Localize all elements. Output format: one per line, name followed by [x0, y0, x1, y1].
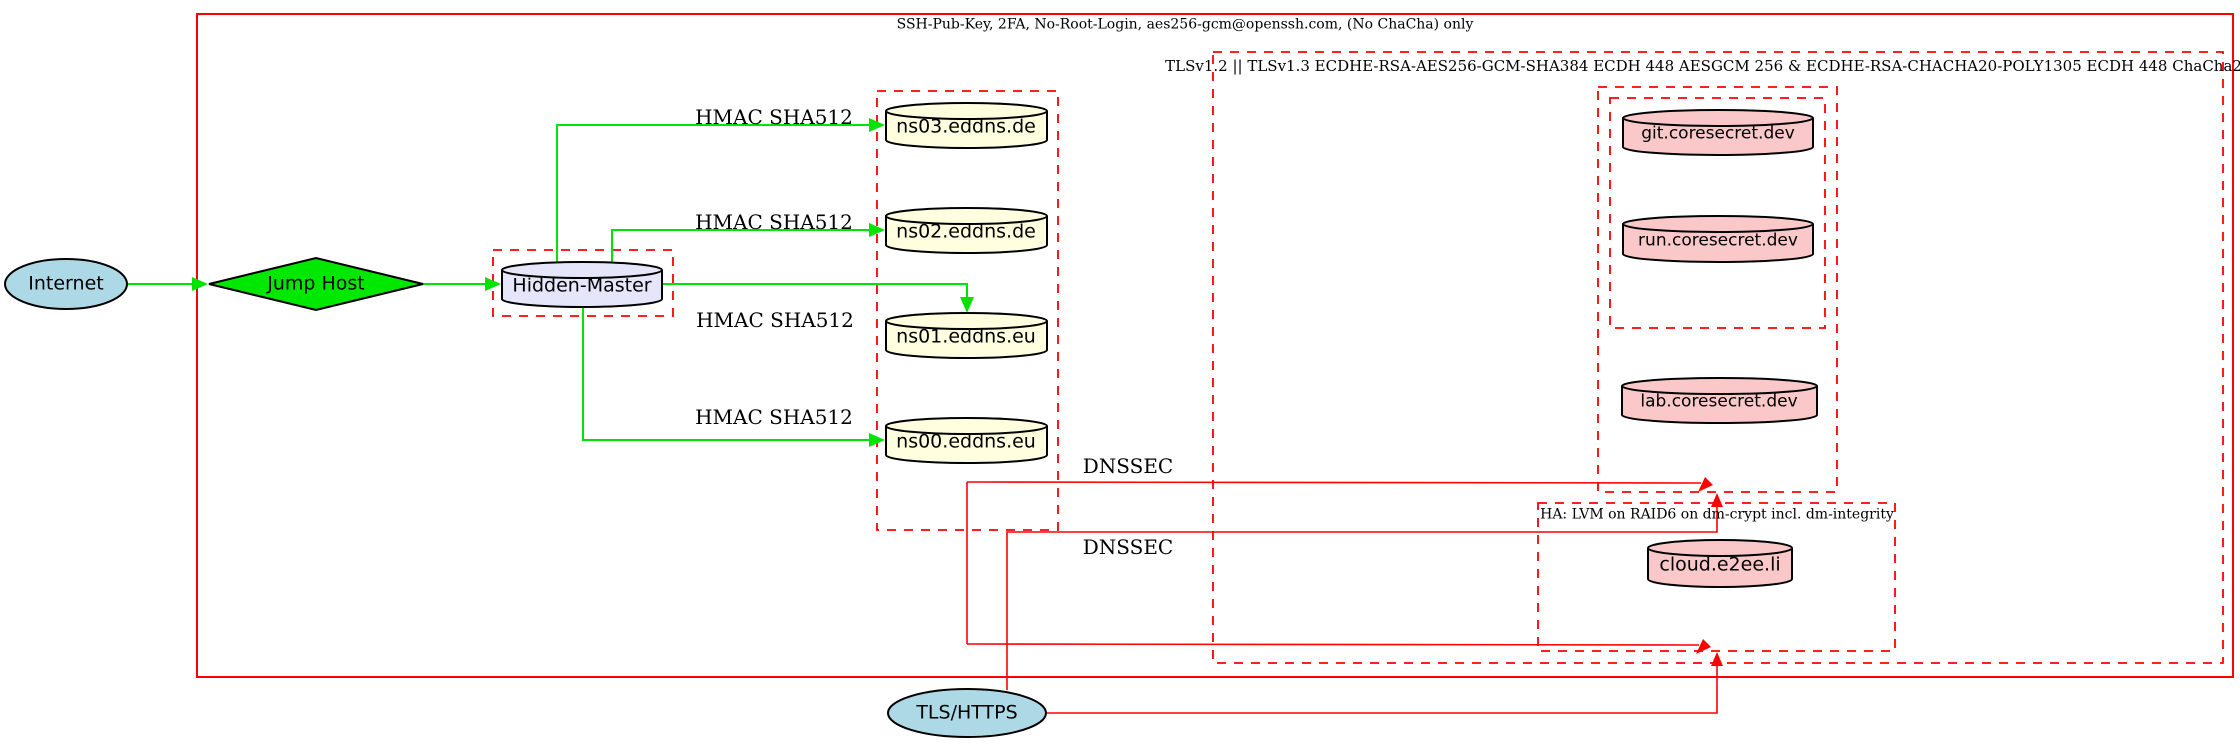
- edge-label-hmac-ns03: HMAC SHA512: [695, 105, 853, 129]
- arrowhead-ns01: [960, 297, 974, 313]
- edge-label-dnssec-ha: DNSSEC: [1082, 535, 1174, 559]
- red-edges: [966, 481, 1718, 714]
- node-ns01: [885, 312, 1048, 359]
- node-git-label: git.coresecret.dev: [1641, 123, 1795, 144]
- green-edges: [127, 124, 968, 441]
- node-jump-host: [208, 256, 424, 312]
- node-ns00-label: ns00.eddns.eu: [896, 430, 1036, 453]
- edge-tlshttps-to-ha: [1046, 666, 1718, 714]
- cluster-ha-label: HA: LVM on RAID6 on dm-crypt incl. dm-in…: [1540, 506, 1894, 523]
- arrowhead-coresecret-dnssec: [1698, 477, 1713, 492]
- green-arrowheads: [192, 118, 974, 447]
- node-ns00: [885, 417, 1048, 464]
- edge-hiddenmaster-ns02: [611, 229, 869, 262]
- arrowhead-ha-tls: [1711, 652, 1723, 666]
- edge-dnssec-to-ha: [966, 643, 1700, 646]
- node-internet-label: Internet: [28, 272, 104, 295]
- edge-hiddenmaster-ns03: [556, 124, 869, 262]
- node-ns03: [885, 102, 1048, 149]
- arrowhead-coresecret-tls: [1711, 493, 1723, 507]
- node-hidden-master-label: Hidden-Master: [512, 274, 652, 297]
- node-ns02: [885, 207, 1048, 254]
- node-ns03-label: ns03.eddns.de: [896, 115, 1036, 138]
- node-ns02-label: ns02.eddns.de: [896, 220, 1036, 243]
- node-run-coresecret: [1622, 215, 1814, 263]
- node-internet: [4, 258, 128, 310]
- node-lab-coresecret: [1621, 377, 1818, 424]
- edge-hiddenmaster-ns01: [662, 283, 968, 297]
- arrowhead-hiddenmaster: [485, 277, 501, 291]
- node-lab-label: lab.coresecret.dev: [1640, 391, 1798, 412]
- edge-hiddenmaster-ns00: [582, 306, 869, 441]
- edge-tlshttps-to-coresecret: [1006, 507, 1718, 690]
- edge-dnssec-to-coresecret: [966, 481, 1702, 484]
- arrowhead-ns02: [869, 223, 885, 237]
- edge-label-hmac-ns01: HMAC SHA512: [696, 308, 854, 332]
- node-jump-host-label: Jump Host: [267, 272, 365, 295]
- cluster-ssh-box: [196, 13, 2234, 678]
- arrowhead-jumphost: [192, 277, 208, 291]
- cluster-ssh-label: SSH-Pub-Key, 2FA, No-Root-Login, aes256-…: [896, 16, 1474, 33]
- node-tls-https-label: TLS/HTTPS: [916, 701, 1018, 724]
- edge-label-hmac-ns02: HMAC SHA512: [695, 210, 853, 234]
- arrowhead-ns03: [869, 118, 885, 132]
- edge-label-dnssec-core: DNSSEC: [1082, 454, 1174, 478]
- arrowhead-ha-dnssec: [1696, 639, 1711, 654]
- node-cloud-e2ee: [1647, 539, 1793, 588]
- cluster-coresecret-inner-box: [1609, 97, 1826, 329]
- node-cloud-label: cloud.e2ee.li: [1659, 553, 1781, 576]
- cluster-nameservers-box: [876, 90, 1059, 531]
- node-run-label: run.coresecret.dev: [1638, 230, 1798, 251]
- red-arrowheads: [1696, 477, 1723, 666]
- node-hidden-master: [501, 261, 663, 308]
- node-ns01-label: ns01.eddns.eu: [896, 325, 1036, 348]
- cluster-coresecret-outer-box: [1597, 86, 1838, 493]
- cylinder-nodes: [501, 102, 1818, 588]
- node-git-coresecret: [1622, 109, 1814, 156]
- arrowhead-ns00: [869, 433, 885, 447]
- node-tls-https: [887, 688, 1047, 738]
- edge-label-hmac-ns00: HMAC SHA512: [695, 405, 853, 429]
- cluster-tls-label: TLSv1.2 || TLSv1.3 ECDHE-RSA-AES256-GCM-…: [1165, 56, 2240, 75]
